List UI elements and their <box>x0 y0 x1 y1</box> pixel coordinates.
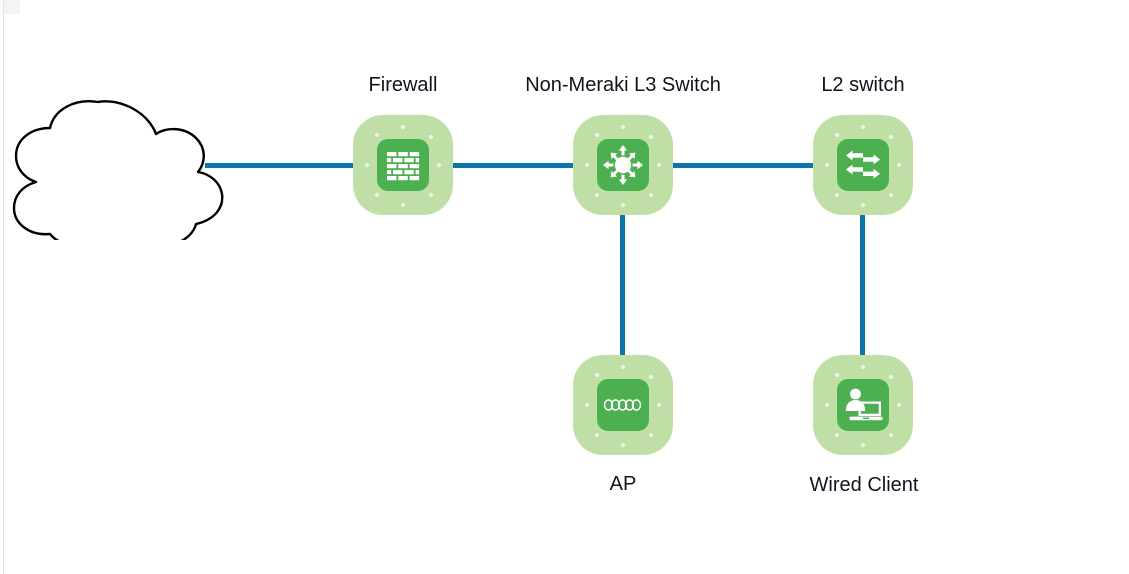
node-access-point[interactable] <box>573 355 673 455</box>
link-l2-client <box>860 210 865 360</box>
label-l3-switch: Non-Meraki L3 Switch <box>525 74 721 96</box>
label-firewall: Firewall <box>368 74 438 96</box>
firewall-brick-icon <box>377 139 429 191</box>
link-l3-ap <box>620 210 625 360</box>
link-cloud-firewall <box>205 163 355 168</box>
link-firewall-l3 <box>450 163 576 168</box>
access-point-rings-icon <box>597 379 649 431</box>
page-left-border <box>3 0 4 574</box>
internet-cloud-icon <box>6 90 231 253</box>
node-l3-switch[interactable] <box>573 115 673 215</box>
l3-switch-halo <box>573 115 673 215</box>
node-firewall[interactable] <box>353 115 453 215</box>
wired-client-laptop-icon <box>837 379 889 431</box>
label-access-point: AP <box>609 473 637 495</box>
label-l2-switch: L2 switch <box>821 74 905 96</box>
link-l3-l2 <box>670 163 816 168</box>
multilayer-switch-arrows-icon <box>597 139 649 191</box>
page-corner-artifact <box>4 0 20 14</box>
label-wired-client: Wired Client <box>809 474 919 496</box>
switch-arrows-icon <box>837 139 889 191</box>
node-wired-client[interactable] <box>813 355 913 455</box>
node-l2-switch[interactable] <box>813 115 913 215</box>
